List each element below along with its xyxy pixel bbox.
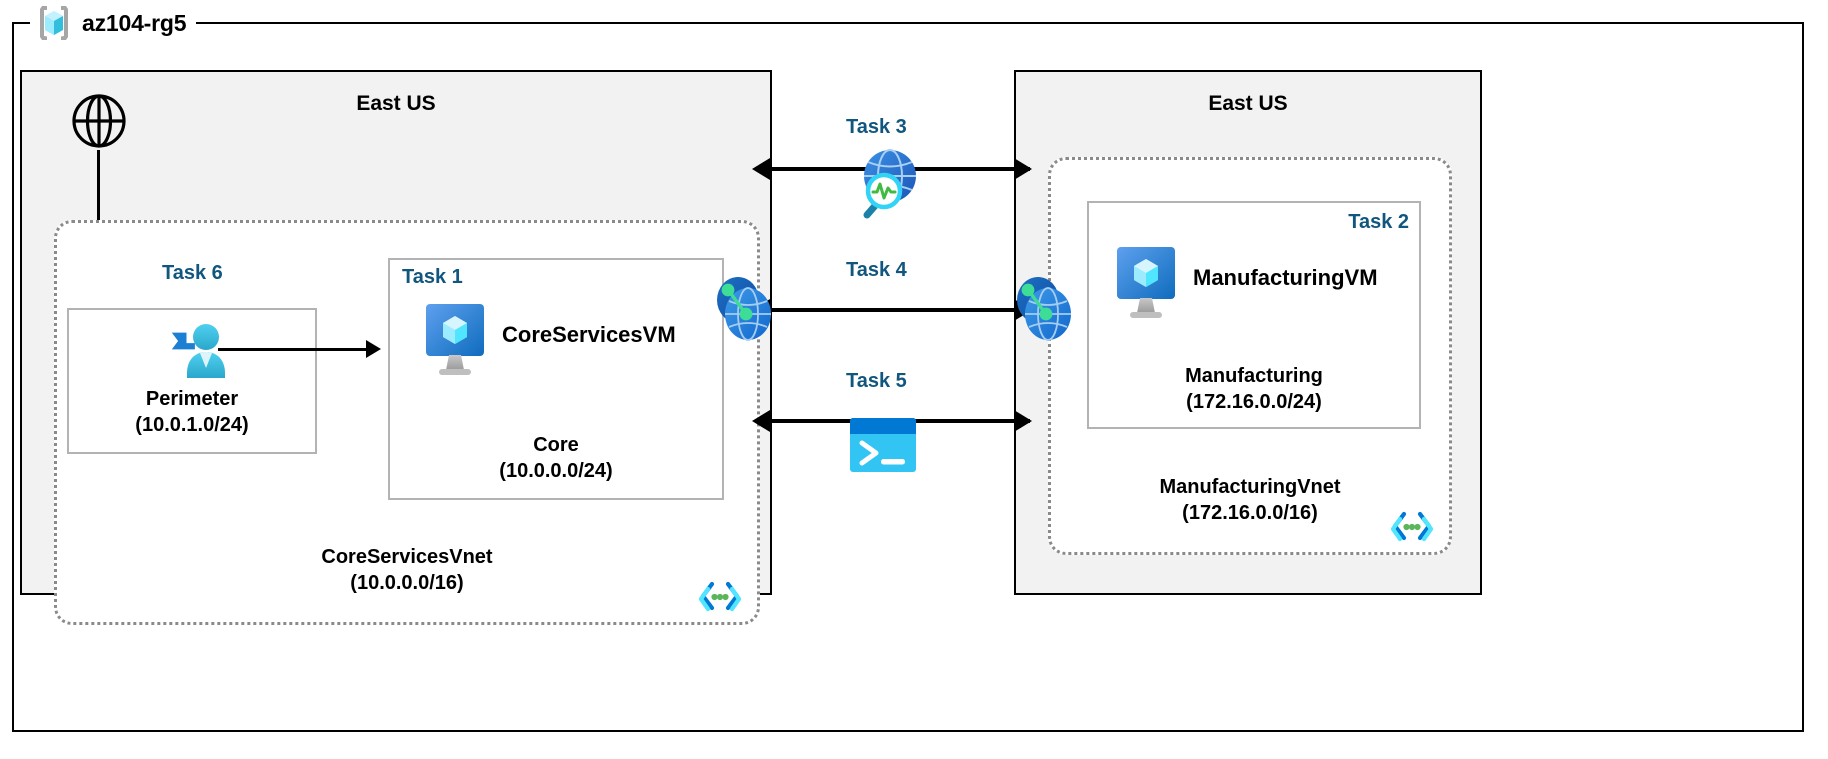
bastion-user-icon <box>161 316 235 388</box>
network-watcher-icon <box>845 143 925 223</box>
subnet-core: Task 1 <box>388 258 724 500</box>
subnet-perimeter-cidr: (10.0.1.0/24) <box>135 414 249 436</box>
subnet-icon <box>1390 510 1434 542</box>
subnet-manufacturing-caption: Manufacturing (172.16.0.0/24) <box>1089 363 1419 415</box>
vnet-manufacturingvnet-label: ManufacturingVnet (172.16.0.0/16) <box>1051 474 1449 526</box>
vnet-manufacturingvnet-cidr: (172.16.0.0/16) <box>1182 502 1318 524</box>
vnet-peering-icon <box>1012 272 1078 344</box>
virtual-machine-icon <box>1111 245 1181 323</box>
subnet-perimeter-caption: Perimeter (10.0.1.0/24) <box>69 386 315 438</box>
vnet-manufacturingvnet: ManufacturingVnet (172.16.0.0/16) Task 2 <box>1048 157 1452 555</box>
region-title-left: East US <box>356 92 436 115</box>
resource-group-name: az104-rg5 <box>82 9 187 36</box>
subnet-core-name: Core <box>533 434 579 456</box>
subnet-manufacturing: Task 2 <box>1087 201 1421 429</box>
resource-group-icon <box>34 3 74 43</box>
task-2-label: Task 2 <box>1348 211 1409 233</box>
perimeter-to-core-line <box>218 348 368 351</box>
region-title-right: East US <box>1208 92 1288 115</box>
rg-frame-top-line <box>200 22 1804 24</box>
task-3-label: Task 3 <box>846 116 907 138</box>
task-6-label: Task 6 <box>162 262 223 284</box>
task-5-arrowhead-left <box>752 410 770 432</box>
vm-manufacturingvm-label: ManufacturingVM <box>1193 265 1378 290</box>
subnet-core-caption: Core (10.0.0.0/24) <box>390 432 722 484</box>
task-4-label: Task 4 <box>846 259 907 281</box>
region-east-us-left: East US CoreServicesVnet (10.0.0.0/16) <box>20 70 772 625</box>
subnet-icon <box>698 580 742 612</box>
task-3-arrowhead-left <box>752 158 770 180</box>
subnet-manufacturing-name: Manufacturing <box>1185 365 1323 387</box>
cloud-shell-icon <box>849 417 917 473</box>
task-1-label: Task 1 <box>402 266 463 288</box>
subnet-core-cidr: (10.0.0.0/24) <box>499 460 613 482</box>
subnet-manufacturing-cidr: (172.16.0.0/24) <box>1186 391 1322 413</box>
vnet-peering-icon <box>712 272 778 344</box>
vm-coreservicesvm-label: CoreServicesVM <box>502 322 676 347</box>
task-3-arrowhead-right <box>1014 158 1032 180</box>
task-5-label: Task 5 <box>846 370 907 392</box>
vnet-coreservicesvnet-label: CoreServicesVnet (10.0.0.0/16) <box>57 544 757 596</box>
region-east-us-right: East US ManufacturingVnet (172.16.0.0/16… <box>1014 70 1482 595</box>
perimeter-to-core-arrowhead <box>366 340 381 358</box>
task-4-connector-line <box>768 308 1030 312</box>
subnet-perimeter-name: Perimeter <box>145 388 239 410</box>
task-5-arrowhead-right <box>1014 410 1032 432</box>
virtual-machine-icon <box>420 302 490 380</box>
resource-group-header: az104-rg5 <box>30 0 197 46</box>
internet-globe-icon <box>70 92 128 150</box>
vnet-manufacturingvnet-name: ManufacturingVnet <box>1159 476 1341 498</box>
subnet-perimeter: Perimeter (10.0.1.0/24) <box>67 308 317 454</box>
vnet-coreservicesvnet-name: CoreServicesVnet <box>321 546 493 568</box>
vnet-coreservicesvnet-cidr: (10.0.0.0/16) <box>350 572 464 594</box>
